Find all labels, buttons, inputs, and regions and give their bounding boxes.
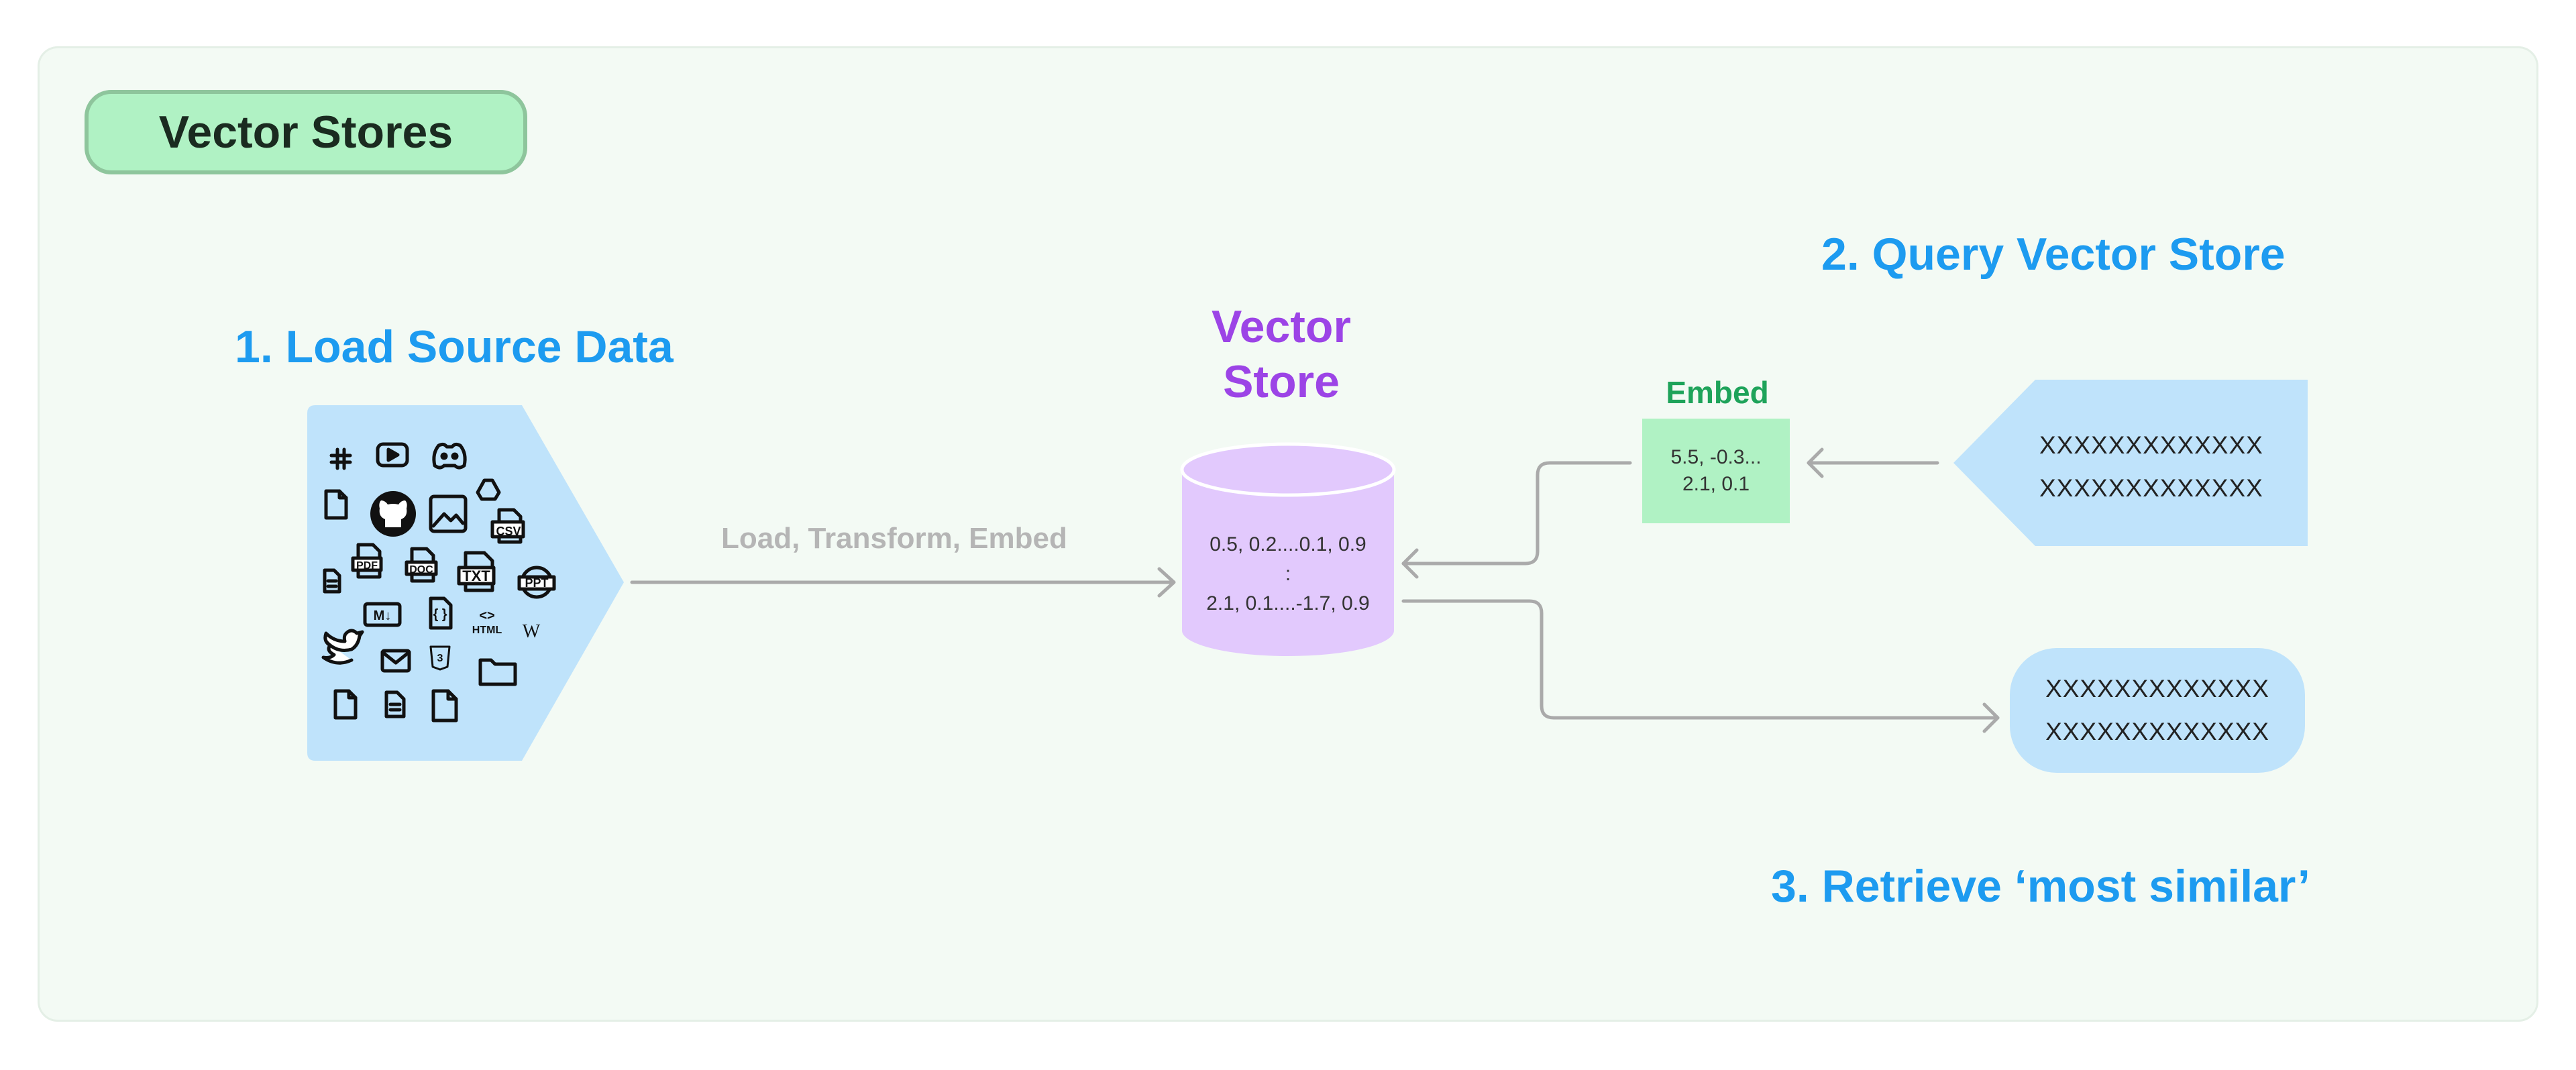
json-icon-label: { }	[433, 607, 447, 622]
query-input-shape	[1953, 380, 2308, 546]
vector-row-2: 2.1, 0.1....-1.7, 0.9	[1206, 592, 1370, 614]
query-line-2: XXXXXXXXXXXXX	[2039, 474, 2263, 502]
csv-file-icon	[490, 508, 525, 544]
vector-store-title: Vector Store	[1167, 299, 1395, 409]
step-3-heading: 3. Retrieve ‘most similar’	[1771, 861, 2310, 912]
pdf-icon-label: PDF	[356, 560, 378, 572]
result-box: XXXXXXXXXXXXX XXXXXXXXXXXXX	[2010, 648, 2305, 773]
result-line-1: XXXXXXXXXXXXX	[2045, 675, 2269, 702]
embed-to-store-arrow	[1401, 461, 1632, 579]
doc-icon-label: DOC	[409, 564, 433, 576]
vector-store-title-line1: Vector	[1212, 301, 1351, 352]
slack-icon	[329, 447, 352, 470]
json-file-icon	[429, 596, 453, 630]
file-icon	[431, 689, 458, 723]
step-1-heading: 1. Load Source Data	[235, 321, 674, 372]
csv-icon-label: CSV	[496, 525, 521, 538]
doc-file-icon	[405, 547, 438, 583]
vector-row-1: 0.5, 0.2....0.1, 0.9	[1210, 533, 1366, 555]
load-transform-embed-arrow	[630, 567, 1176, 598]
folder-icon	[478, 658, 517, 686]
result-line-2: XXXXXXXXXXXXX	[2045, 718, 2269, 745]
vector-store-database	[1180, 442, 1396, 656]
query-line-1: XXXXXXXXXXXXX	[2039, 431, 2263, 459]
txt-file-icon	[457, 551, 496, 592]
file-icon	[324, 489, 348, 520]
query-to-embed-arrow	[1807, 447, 1939, 478]
source-icons	[321, 442, 556, 723]
embed-label: Embed	[1666, 375, 1769, 410]
html-icon-label: HTML	[472, 625, 502, 636]
text-document-icon	[323, 568, 341, 594]
load-transform-embed-label: Load, Transform, Embed	[721, 522, 1067, 555]
page-title: Vector Stores	[158, 107, 453, 158]
vector-row-ellipsis: :	[1285, 563, 1291, 585]
text-document-icon	[384, 690, 406, 718]
css-file-icon	[429, 645, 451, 671]
wikipedia-icon-label: W	[523, 621, 541, 642]
google-drive-icon	[476, 478, 501, 501]
step-2-heading: 2. Query Vector Store	[1821, 229, 2286, 280]
vector-store-title-line2: Store	[1223, 356, 1340, 407]
ppt-file-icon	[517, 566, 556, 599]
html-code-icon: <>	[479, 608, 494, 623]
css-icon-label: 3	[437, 653, 443, 664]
ppt-icon-label: PPT	[525, 576, 548, 590]
embedding-line-2: 2.1, 0.1	[1682, 473, 1750, 495]
txt-icon-label: TXT	[462, 568, 490, 584]
embedding-box: 5.5, -0.3... 2.1, 0.1	[1642, 419, 1790, 523]
pdf-file-icon	[351, 543, 383, 579]
vector-store-values: 0.5, 0.2....0.1, 0.9 : 2.1, 0.1....-1.7,…	[1182, 530, 1394, 619]
store-to-result-arrow	[1401, 599, 2000, 733]
youtube-icon	[376, 442, 409, 468]
embedding-line-1: 5.5, -0.3...	[1670, 446, 1762, 468]
twitter-icon	[321, 629, 364, 665]
query-text: XXXXXXXXXXXXX XXXXXXXXXXXXX	[2039, 424, 2263, 510]
file-icon	[333, 689, 358, 720]
github-icon	[370, 491, 416, 537]
image-icon	[429, 494, 468, 533]
markdown-icon	[363, 602, 402, 627]
mail-icon	[380, 649, 411, 673]
discord-icon	[432, 442, 467, 470]
markdown-icon-label: M↓	[374, 608, 392, 623]
title-badge: Vector Stores	[85, 90, 527, 174]
